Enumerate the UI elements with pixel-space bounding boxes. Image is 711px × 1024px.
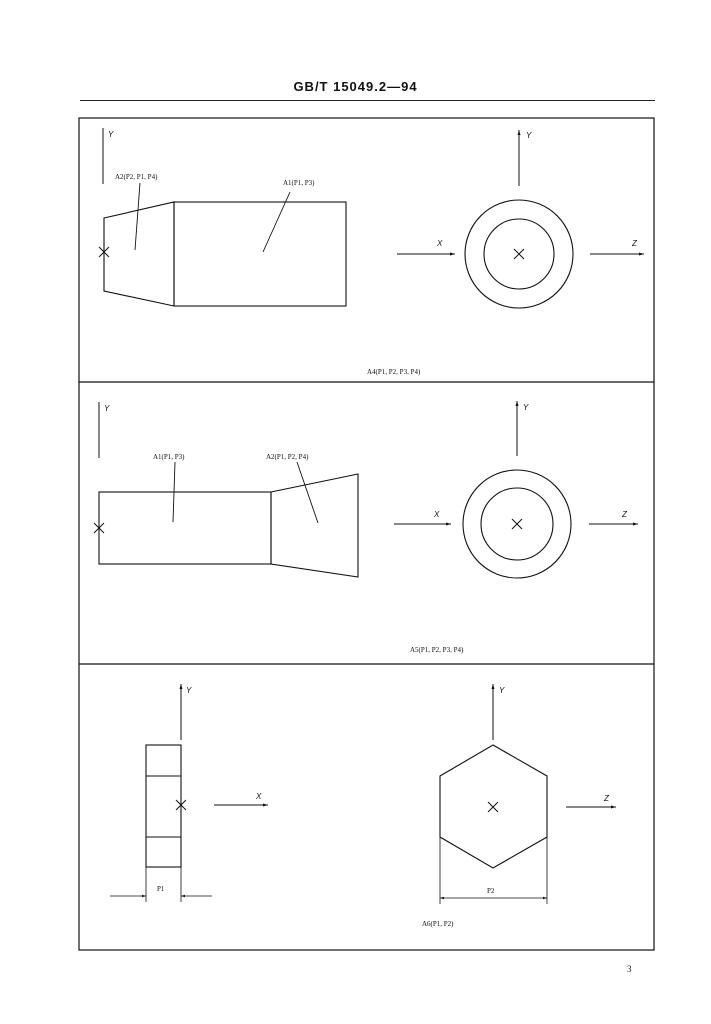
- panel1-inner-circle: [483, 218, 555, 290]
- panel1-axis-x: X: [436, 239, 443, 248]
- panel2-flare: [270, 473, 359, 578]
- panel3-cross-center: [487, 801, 499, 813]
- drawing-frame: [78, 117, 655, 951]
- panel3-hexagon: [439, 744, 548, 869]
- panel1-label-a2: A2(P2, P1, P4): [115, 173, 158, 181]
- panel2-label-a1: A1(P1, P3): [153, 453, 185, 461]
- panel2-label-a2: A2(P1, P2, P4): [266, 453, 309, 461]
- document-header: GB/T 15049.2—94: [293, 79, 418, 94]
- panel2-axis-x: X: [433, 510, 440, 519]
- panel3-dim-p1: P1: [157, 885, 165, 893]
- panel-2: Y A1(P1, P3) A2(P1, P2, P4) Y X Z A5(P1,…: [93, 401, 638, 654]
- panel1-cross-center: [513, 248, 525, 260]
- panel2-caption: A5(P1, P2, P3, P4): [410, 646, 464, 654]
- panel1-cross-left: [98, 246, 110, 258]
- panel3-dim-p2: P2: [487, 887, 495, 895]
- panel2-axis-z: Z: [621, 510, 628, 519]
- panel1-taper: [103, 201, 175, 307]
- panel3-cross-left: [175, 799, 187, 811]
- panel3-axis-y-right: Y: [499, 686, 505, 695]
- panel2-cross-left: [93, 522, 105, 534]
- panel1-cylinder: [173, 201, 347, 307]
- panel2-inner-circle: [480, 487, 554, 561]
- panel-1: Y A2(P2, P1, P4) A1(P1, P3) Y X Z A4(P1,…: [98, 128, 644, 376]
- panel2-cylinder: [98, 491, 272, 565]
- panel1-label-a1: A1(P1, P3): [283, 179, 315, 187]
- panel3-side-view: [145, 744, 182, 868]
- panel2-axis-y-right: Y: [523, 403, 529, 412]
- panel3-caption: A6(P1, P2): [422, 920, 454, 928]
- panel3-axis-y-left: Y: [186, 686, 192, 695]
- panel1-outer-circle: [464, 199, 574, 309]
- panel-3: Y X P1 Y Z P2 A6(P1, P2): [110, 684, 616, 928]
- panel3-axis-x: X: [255, 792, 262, 801]
- panel1-axis-y-right: Y: [526, 131, 532, 140]
- panel1-caption: A4(P1, P2, P3, P4): [367, 368, 421, 376]
- panel1-axis-y-left: Y: [108, 130, 114, 139]
- panel3-axis-z: Z: [603, 794, 610, 803]
- page-number: 3: [627, 964, 632, 974]
- header-rule: [80, 100, 655, 101]
- panel2-axis-y-left: Y: [104, 404, 110, 413]
- panel1-axis-z: Z: [631, 239, 638, 248]
- panel2-outer-circle: [462, 469, 572, 579]
- panel2-cross-center: [511, 518, 523, 530]
